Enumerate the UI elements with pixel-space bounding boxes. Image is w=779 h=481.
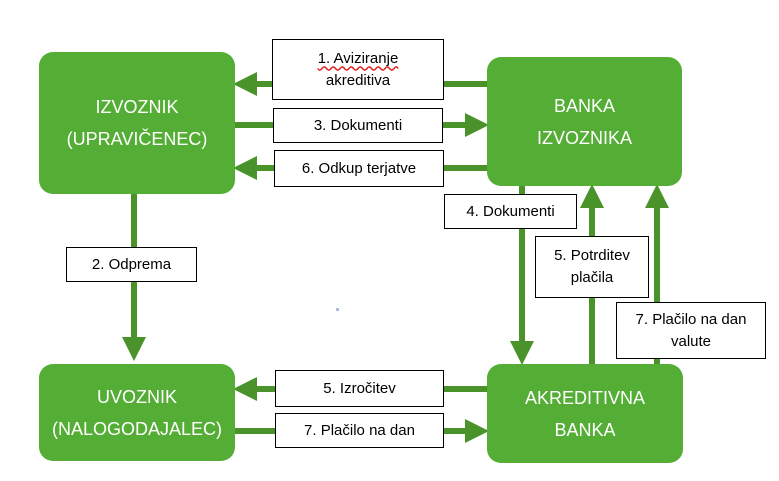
node-issuing-bank-line1: AKREDITIVNA [524,387,646,408]
label-f1-line1: 1. Aviziranje [317,49,399,67]
stray-dot [336,308,339,311]
label-f5b: 5. Izročitev [275,370,444,407]
node-exporter-line1: IZVOZNIK [95,97,179,117]
label-f3-text: 3. Dokumenti [313,116,403,134]
label-f7a-line1: 7. Plačilo na dan [635,310,747,328]
label-f1-line2: akreditiva [325,71,391,89]
label-f7b-text: 7. Plačilo na dan [304,421,415,439]
label-f5a: 5. Potrditev plačila [535,236,649,298]
label-f4-text: 4. Dokumenti [466,202,555,220]
node-issuing-bank: AKREDITIVNA BANKA [487,364,683,463]
label-f6: 6. Odkup terjatve [274,150,444,187]
node-exporter-bank-line2: IZVOZNIKA [536,127,632,148]
node-importer-line2: (NALOGODAJALEC) [51,418,223,439]
node-exporter-bank-line1: BANKA [553,95,616,116]
label-f5a-line2: plačila [570,269,614,286]
node-exporter-bank: BANKA IZVOZNIKA [487,57,682,186]
label-f4: 4. Dokumenti [444,194,577,229]
node-importer: UVOZNIK (NALOGODAJALEC) [39,364,235,461]
label-f3: 3. Dokumenti [273,108,443,143]
node-importer-line1: UVOZNIK [96,386,177,407]
label-f2: 2. Odprema [66,247,197,282]
label-f6-text: 6. Odkup terjatve [301,159,417,177]
label-f7a-line2: valute [670,332,712,350]
node-issuing-bank-line2: BANKA [554,419,616,440]
label-f7a: 7. Plačilo na dan valute [616,302,766,359]
label-f2-text: 2. Odprema [91,255,172,273]
label-f5a-line1: 5. Potrditev [554,247,630,264]
node-exporter-line2: (UPRAVIČENEC) [66,129,208,149]
label-f7b: 7. Plačilo na dan [275,413,444,448]
node-exporter: IZVOZNIK (UPRAVIČENEC) [39,52,235,194]
label-f1: 1. Aviziranje akreditiva [272,39,444,100]
label-f5b-text: 5. Izročitev [323,379,396,397]
